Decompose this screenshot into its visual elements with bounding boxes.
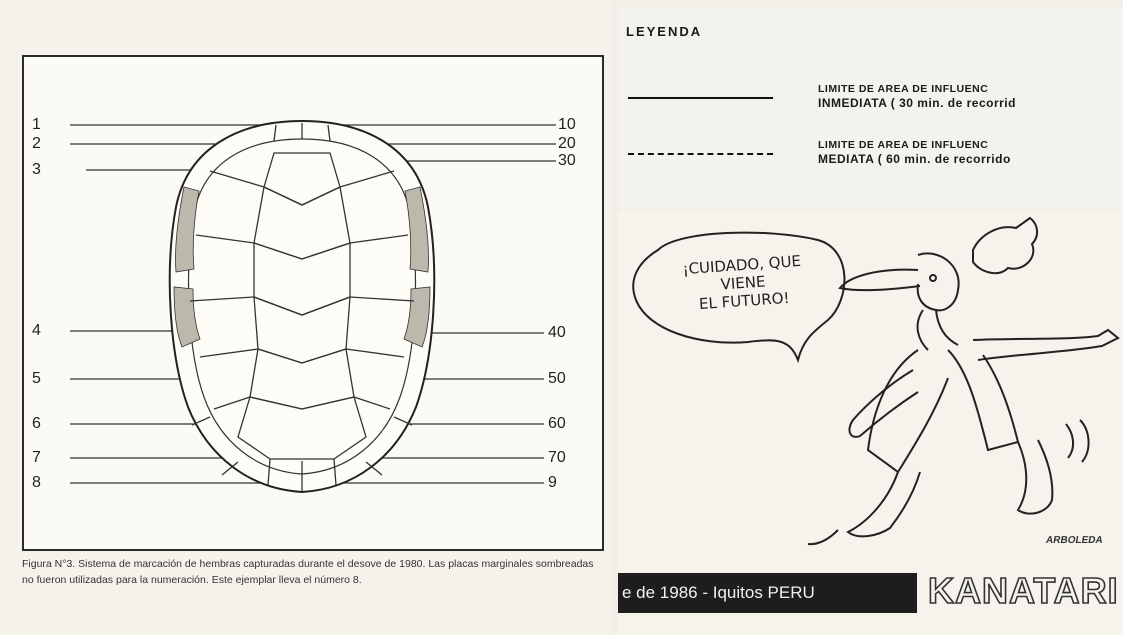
legend-title: LEYENDA xyxy=(626,24,703,39)
left-label-8: 8 xyxy=(32,474,41,491)
left-label-5: 5 xyxy=(32,370,41,387)
legend-item-2: LIMITE DE AREA DE INFLUENC MEDIATA ( 60 … xyxy=(818,138,1011,166)
solid-line-symbol xyxy=(628,97,773,99)
speech-bubble xyxy=(632,231,846,364)
right-label-10: 10 xyxy=(558,116,576,133)
right-label-20: 20 xyxy=(558,135,576,152)
hat-icon xyxy=(972,216,1038,275)
cartoon-drawing xyxy=(632,216,1120,546)
legend-item-1-line1: LIMITE DE AREA DE INFLUENC xyxy=(818,83,989,95)
dashed-line-symbol xyxy=(628,153,773,155)
left-label-2: 2 xyxy=(32,135,41,152)
figure-frame: 1 2 3 4 5 6 7 8 10 20 30 40 50 60 70 9 xyxy=(22,55,604,551)
right-label-40: 40 xyxy=(548,324,566,341)
left-label-4: 4 xyxy=(32,322,41,339)
figure-panel: 1 2 3 4 5 6 7 8 10 20 30 40 50 60 70 9 F… xyxy=(22,55,604,586)
brand-logo-text: KANATARI xyxy=(927,569,1119,612)
left-label-3: 3 xyxy=(32,161,41,178)
right-label-70: 70 xyxy=(548,449,566,466)
legend-item-1-line2: INMEDIATA ( 30 min. de recorrid xyxy=(818,96,1016,110)
left-label-6: 6 xyxy=(32,415,41,432)
right-label-50: 50 xyxy=(548,370,566,387)
right-label-60: 60 xyxy=(548,415,566,432)
bottom-banner: e de 1986 - Iquitos PERU xyxy=(618,573,917,613)
map-legend: LEYENDA LIMITE DE AREA DE INFLUENC INMED… xyxy=(618,8,1123,208)
left-label-7: 7 xyxy=(32,449,41,466)
legend-item-2-line2: MEDIATA ( 60 min. de recorrido xyxy=(818,152,1011,166)
turtle-shell-diagram xyxy=(70,119,556,494)
legend-item-2-line1: LIMITE DE AREA DE INFLUENC xyxy=(818,139,989,151)
running-man-figure xyxy=(807,252,1120,546)
left-label-1: 1 xyxy=(32,116,41,133)
right-label-30: 30 xyxy=(558,152,576,169)
figure-caption: Figura N°3. Sistema de marcación de hemb… xyxy=(22,558,594,586)
artist-signature: ARBOLEDA xyxy=(1045,535,1104,546)
legend-item-1: LIMITE DE AREA DE INFLUENC INMEDIATA ( 3… xyxy=(818,82,1016,110)
right-label-9: 9 xyxy=(548,474,557,491)
cartoon-panel: ¡CUIDADO, QUE VIENE EL FUTURO! ARBOLEDA … xyxy=(618,210,1123,635)
